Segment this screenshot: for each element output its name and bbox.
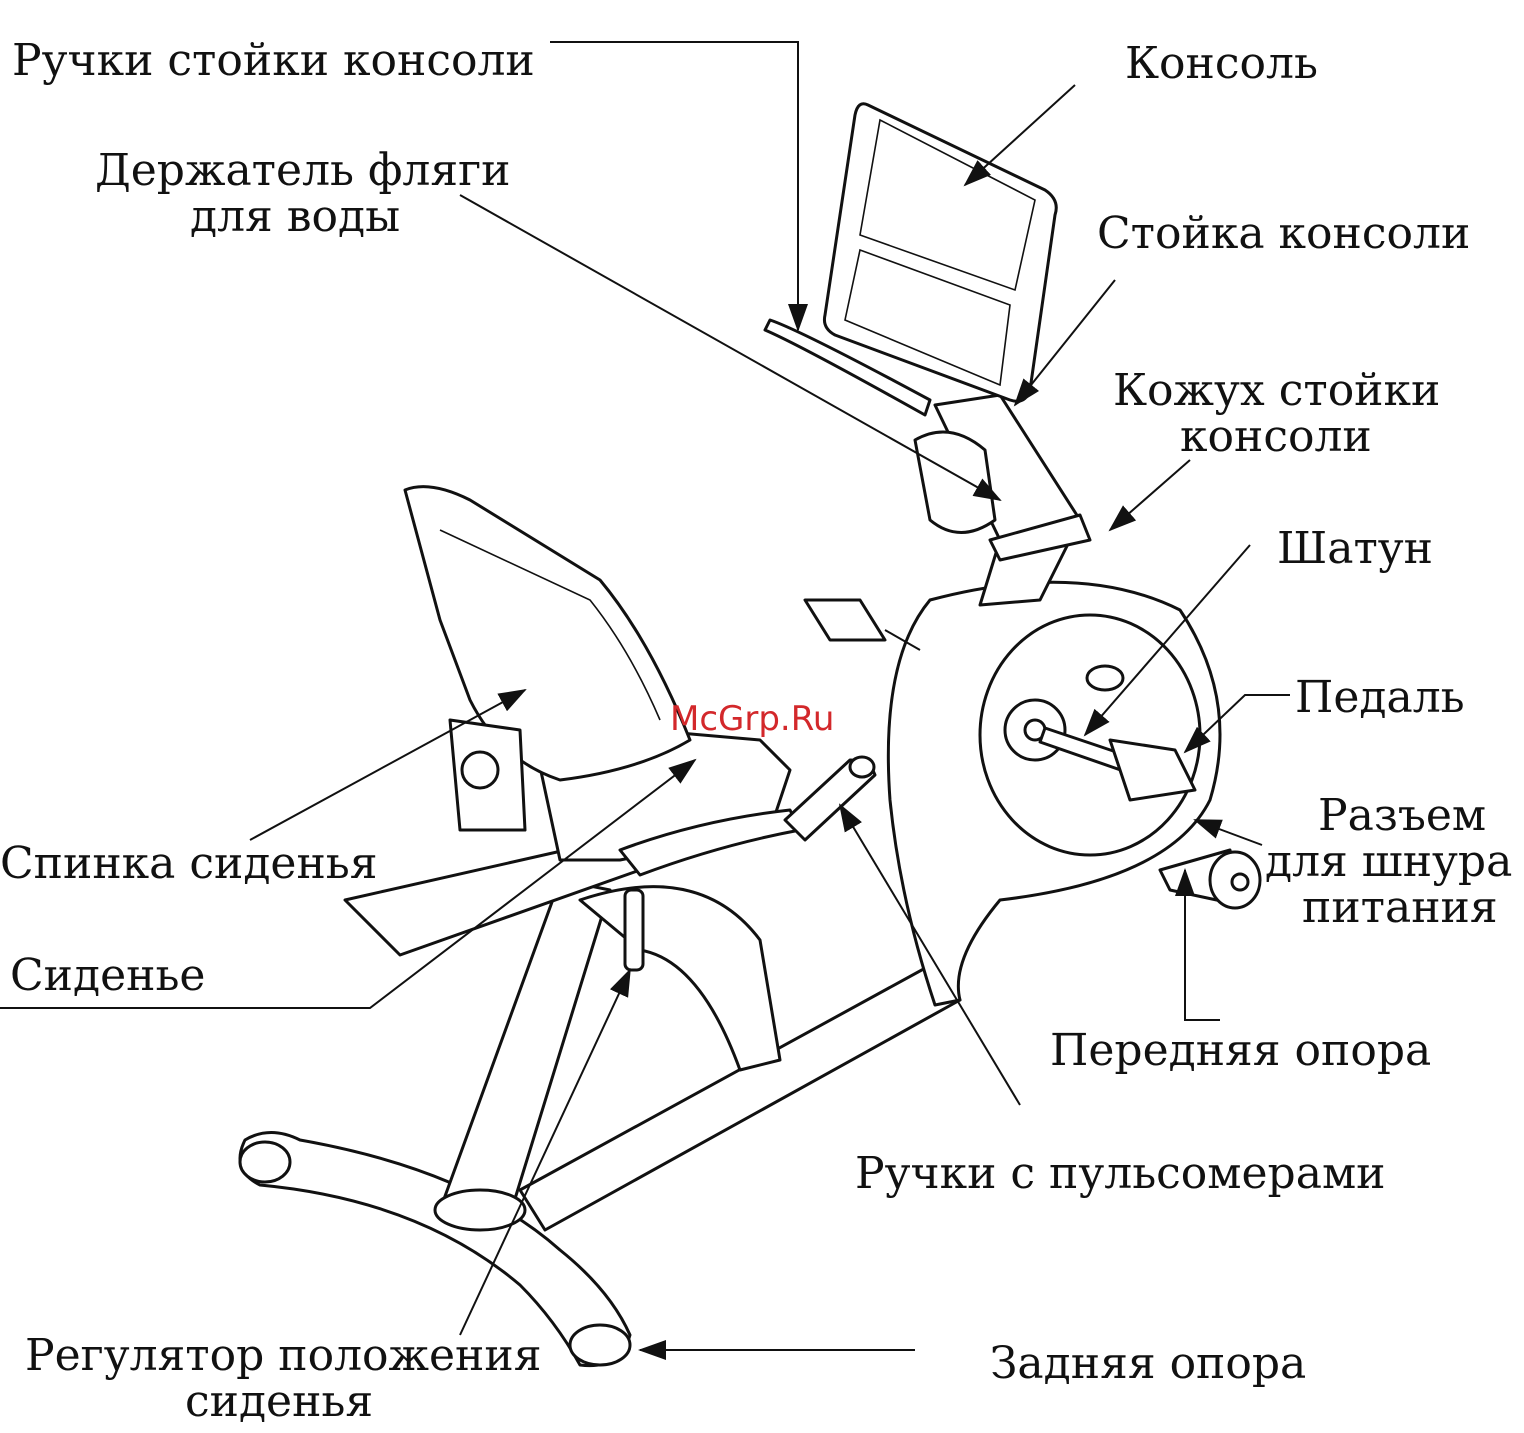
water-bottle bbox=[913, 430, 997, 534]
label-seat-adjuster-line1: Регулятор положения bbox=[25, 1330, 541, 1381]
label-seat: Сиденье bbox=[10, 950, 205, 1001]
label-bottle-holder-line1: Держатель фляги bbox=[95, 145, 511, 196]
label-power-line3: питания bbox=[1302, 882, 1498, 933]
label-seat-adjuster-line2: сиденья bbox=[185, 1376, 373, 1427]
label-pulse-grips: Ручки с пульсомерами bbox=[855, 1148, 1386, 1199]
rear-stabilizer bbox=[238, 1131, 632, 1368]
seat-assembly bbox=[343, 485, 802, 957]
flywheel-housing bbox=[803, 580, 1222, 1007]
front-stabilizer bbox=[1158, 848, 1262, 910]
label-console: Консоль bbox=[1125, 38, 1318, 89]
console-handlebar bbox=[763, 318, 932, 417]
label-front-stabilizer: Передняя опора bbox=[1050, 1025, 1431, 1076]
label-bottle-holder-line2: для воды bbox=[190, 191, 400, 242]
label-power-line1: Разъем bbox=[1318, 790, 1486, 841]
label-console-mast: Стойка консоли bbox=[1097, 208, 1470, 259]
label-seat-back: Спинка сиденья bbox=[0, 838, 378, 889]
leader-lines bbox=[0, 41, 1290, 1360]
console-mast bbox=[763, 318, 1092, 607]
main-frame bbox=[433, 878, 962, 1232]
label-power-line2: для шнура bbox=[1265, 836, 1512, 887]
watermark: McGrp.Ru bbox=[670, 699, 834, 739]
label-mast-cover-line1: Кожух стойки bbox=[1113, 365, 1440, 416]
label-pedal: Педаль bbox=[1295, 672, 1465, 723]
pulse-grips bbox=[783, 755, 877, 842]
label-console-handles: Ручки стойки консоли bbox=[12, 35, 535, 86]
label-rear-stabilizer: Задняя опора bbox=[990, 1338, 1306, 1389]
right-pedal bbox=[1108, 738, 1197, 802]
left-pedal bbox=[803, 598, 887, 642]
console bbox=[823, 102, 1058, 403]
label-crank: Шатун bbox=[1277, 523, 1433, 574]
label-mast-cover-line2: консоли bbox=[1180, 411, 1372, 462]
